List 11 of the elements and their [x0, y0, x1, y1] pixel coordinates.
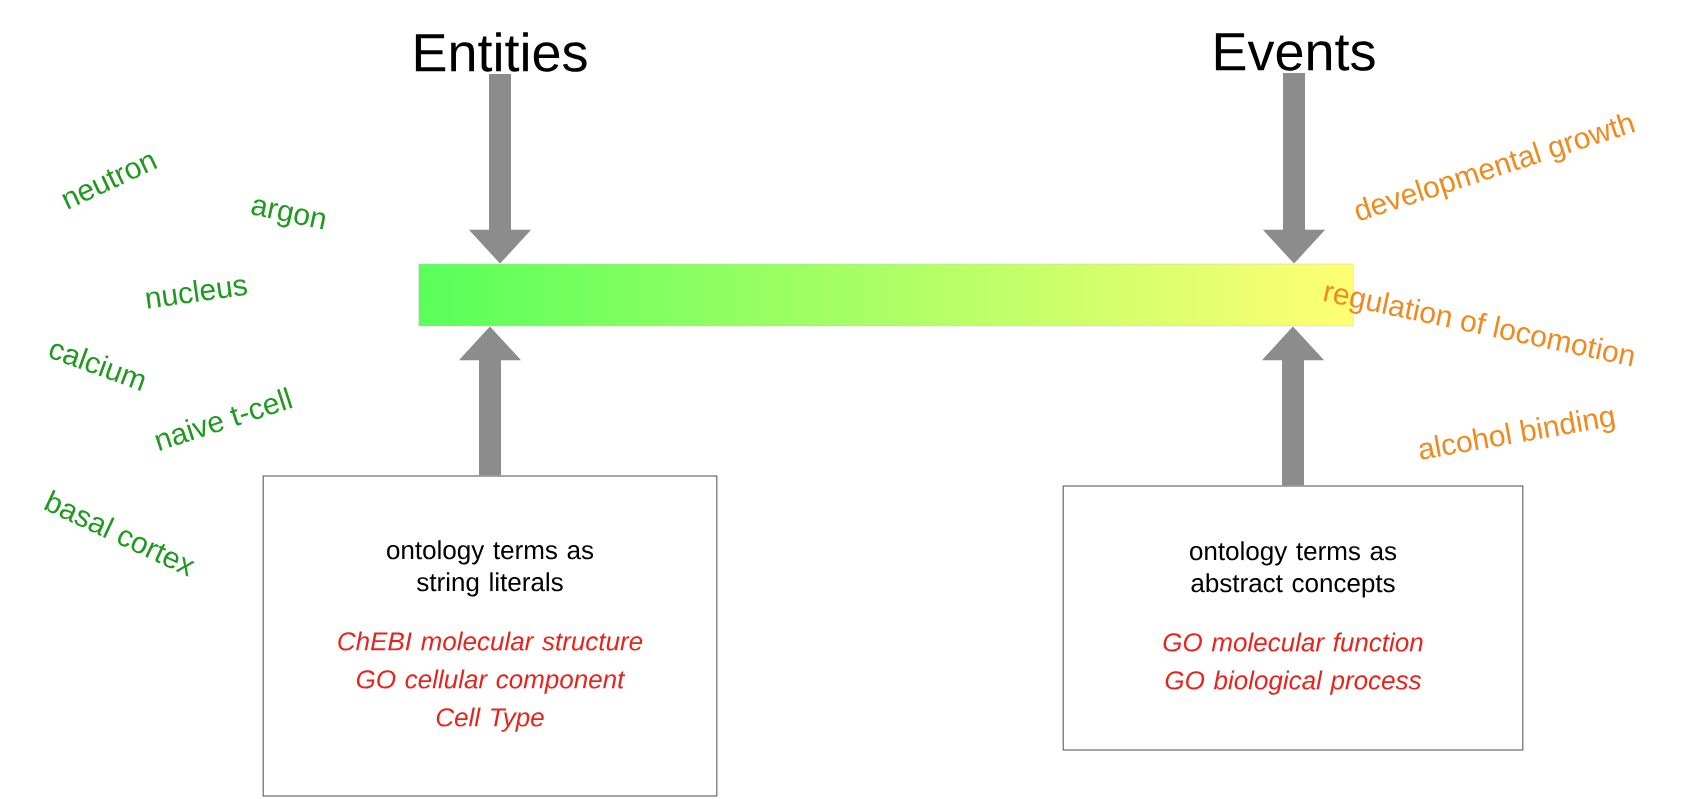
term-label: naive t-cell [155, 387, 293, 451]
term-label: regulation of locomotion [1323, 285, 1634, 367]
term-label: alcohol binding [1419, 410, 1615, 460]
term-label: argon [251, 199, 326, 230]
term-label: calcium [49, 343, 145, 391]
text-box: ontology terms as abstract concepts GO molecular function GO biological process [1062, 485, 1524, 751]
heading: Events [1215, 33, 1375, 71]
term-label: basal cortex [43, 489, 195, 577]
heading: Entities [415, 32, 587, 72]
term-label: nucleus [146, 279, 248, 309]
text-box: ontology terms as string literals ChEBI molecular structure GO cellular component Cell Type [262, 475, 718, 797]
